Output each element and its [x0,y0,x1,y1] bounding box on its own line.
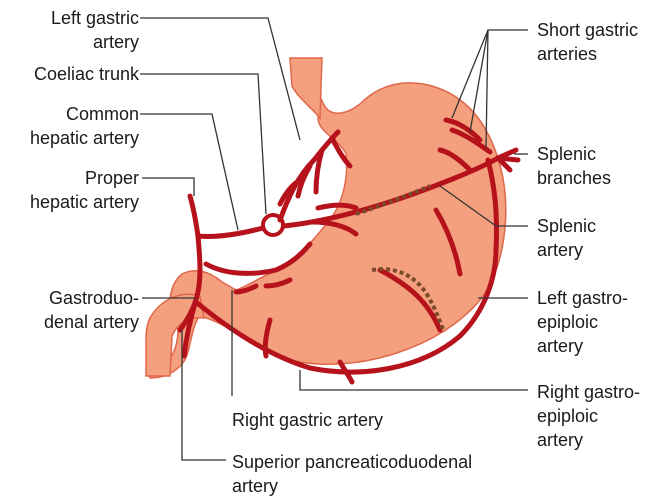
label-line: arteries [537,42,638,66]
label-line: Right gastric artery [232,408,383,432]
label-superior-pancreaticoduodenal-artery: Superior pancreaticoduodenal artery [232,450,472,498]
label-proper-hepatic-artery: Proper hepatic artery [30,166,139,214]
label-line: denal artery [44,310,139,334]
label-line: branches [537,166,611,190]
label-line: artery [51,30,139,54]
label-line: Left gastric [51,6,139,30]
label-right-gastric-artery: Right gastric artery [232,408,383,432]
label-splenic-artery: Splenic artery [537,214,596,262]
label-line: epiploic [537,404,640,428]
label-coeliac-trunk: Coeliac trunk [34,62,139,86]
label-line: Left gastro- [537,286,628,310]
label-line: Gastroduo- [44,286,139,310]
label-line: artery [232,474,472,498]
label-line: hepatic artery [30,126,139,150]
label-common-hepatic-artery: Common hepatic artery [30,102,139,150]
label-line: Proper [30,166,139,190]
label-line: Right gastro- [537,380,640,404]
label-left-gastric-artery: Left gastric artery [51,6,139,54]
label-line: epiploic [537,310,628,334]
label-line: Coeliac trunk [34,62,139,86]
label-left-gastroepiploic-artery: Left gastro- epiploic artery [537,286,628,358]
label-line: Short gastric [537,18,638,42]
label-splenic-branches: Splenic branches [537,142,611,190]
label-line: artery [537,334,628,358]
label-line: Splenic [537,214,596,238]
label-line: hepatic artery [30,190,139,214]
label-line: Superior pancreaticoduodenal [232,450,472,474]
label-short-gastric-arteries: Short gastric arteries [537,18,638,66]
label-line: artery [537,238,596,262]
label-line: Common [30,102,139,126]
label-gastroduodenal-artery: Gastroduo- denal artery [44,286,139,334]
label-line: artery [537,428,640,452]
label-line: Splenic [537,142,611,166]
oesophagus [290,58,322,118]
label-right-gastroepiploic-artery: Right gastro- epiploic artery [537,380,640,452]
